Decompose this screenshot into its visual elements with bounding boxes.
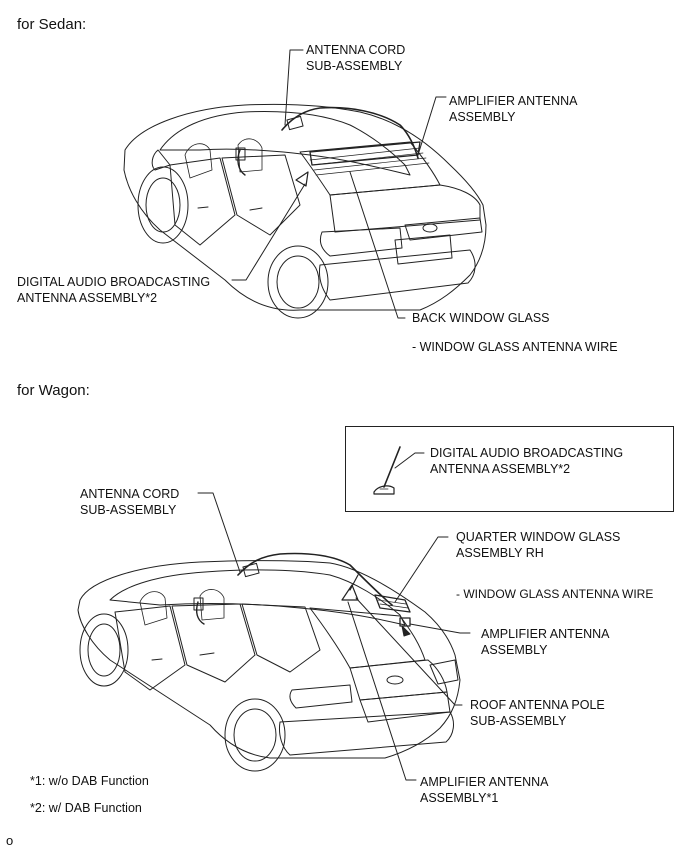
sedan-antenna-cord-line2: SUB-ASSEMBLY	[306, 59, 403, 73]
wagon-roof-pole-line2: SUB-ASSEMBLY	[470, 714, 567, 728]
sedan-dab-antenna-label: DIGITAL AUDIO BROADCASTING ANTENNA ASSEM…	[17, 274, 210, 306]
inset-dab-antenna-drawing	[373, 446, 425, 495]
wagon-amplifier-antenna-line2: ASSEMBLY	[481, 643, 548, 657]
sedan-amplifier-antenna-line1: AMPLIFIER ANTENNA	[449, 94, 578, 108]
wagon-dab-antenna-label: DIGITAL AUDIO BROADCASTING ANTENNA ASSEM…	[430, 445, 623, 477]
wagon-amplifier-antenna-1-label: AMPLIFIER ANTENNA ASSEMBLY*1	[420, 774, 549, 806]
wagon-amplifier-antenna-label: AMPLIFIER ANTENNA ASSEMBLY	[481, 626, 610, 658]
sedan-dab-antenna-line2: ANTENNA ASSEMBLY*2	[17, 291, 158, 305]
sedan-amplifier-antenna-line2: ASSEMBLY	[449, 110, 516, 124]
wagon-quarter-window-line1: QUARTER WINDOW GLASS	[456, 530, 621, 544]
dab-inset-box	[345, 426, 674, 512]
sedan-car-drawing	[123, 103, 487, 319]
sedan-window-glass-wire-label: - WINDOW GLASS ANTENNA WIRE	[412, 340, 618, 354]
wagon-window-glass-wire-label: - WINDOW GLASS ANTENNA WIRE	[456, 587, 654, 601]
footnote-1: *1: w/o DAB Function	[30, 774, 149, 788]
sedan-header: for Sedan:	[17, 16, 87, 33]
sedan-antenna-cord-label: ANTENNA CORD SUB-ASSEMBLY	[306, 42, 405, 74]
sedan-back-window-glass-label: BACK WINDOW GLASS	[412, 311, 550, 325]
wagon-roof-pole-line1: ROOF ANTENNA POLE	[470, 698, 605, 712]
corner-mark: o	[6, 833, 14, 848]
wagon-amplifier-antenna-1-line1: AMPLIFIER ANTENNA	[420, 775, 549, 789]
wagon-dab-antenna-line1: DIGITAL AUDIO BROADCASTING	[430, 446, 624, 460]
wagon-antenna-cord-label: ANTENNA CORD SUB-ASSEMBLY	[80, 486, 179, 518]
sedan-dab-antenna-line1: DIGITAL AUDIO BROADCASTING	[17, 275, 211, 289]
sedan-amplifier-antenna-label: AMPLIFIER ANTENNA ASSEMBLY	[449, 93, 578, 125]
sedan-antenna-cord-line1: ANTENNA CORD	[306, 43, 406, 57]
wagon-roof-pole-label: ROOF ANTENNA POLE SUB-ASSEMBLY	[470, 697, 605, 729]
wagon-antenna-cord-line1: ANTENNA CORD	[80, 487, 180, 501]
footnote-2: *2: w/ DAB Function	[30, 801, 142, 815]
wagon-header: for Wagon:	[17, 382, 90, 399]
wagon-antenna-cord-line2: SUB-ASSEMBLY	[80, 503, 177, 517]
wagon-car-drawing	[77, 552, 461, 772]
wagon-quarter-window-line2: ASSEMBLY RH	[456, 546, 544, 560]
wagon-dab-antenna-line2: ANTENNA ASSEMBLY*2	[430, 462, 571, 476]
wagon-leader-lines	[197, 492, 471, 781]
wagon-amplifier-antenna-1-line2: ASSEMBLY*1	[420, 791, 499, 805]
wagon-quarter-window-label: QUARTER WINDOW GLASS ASSEMBLY RH	[456, 529, 620, 561]
wagon-amplifier-antenna-line1: AMPLIFIER ANTENNA	[481, 627, 610, 641]
sedan-leader-lines	[231, 49, 447, 319]
